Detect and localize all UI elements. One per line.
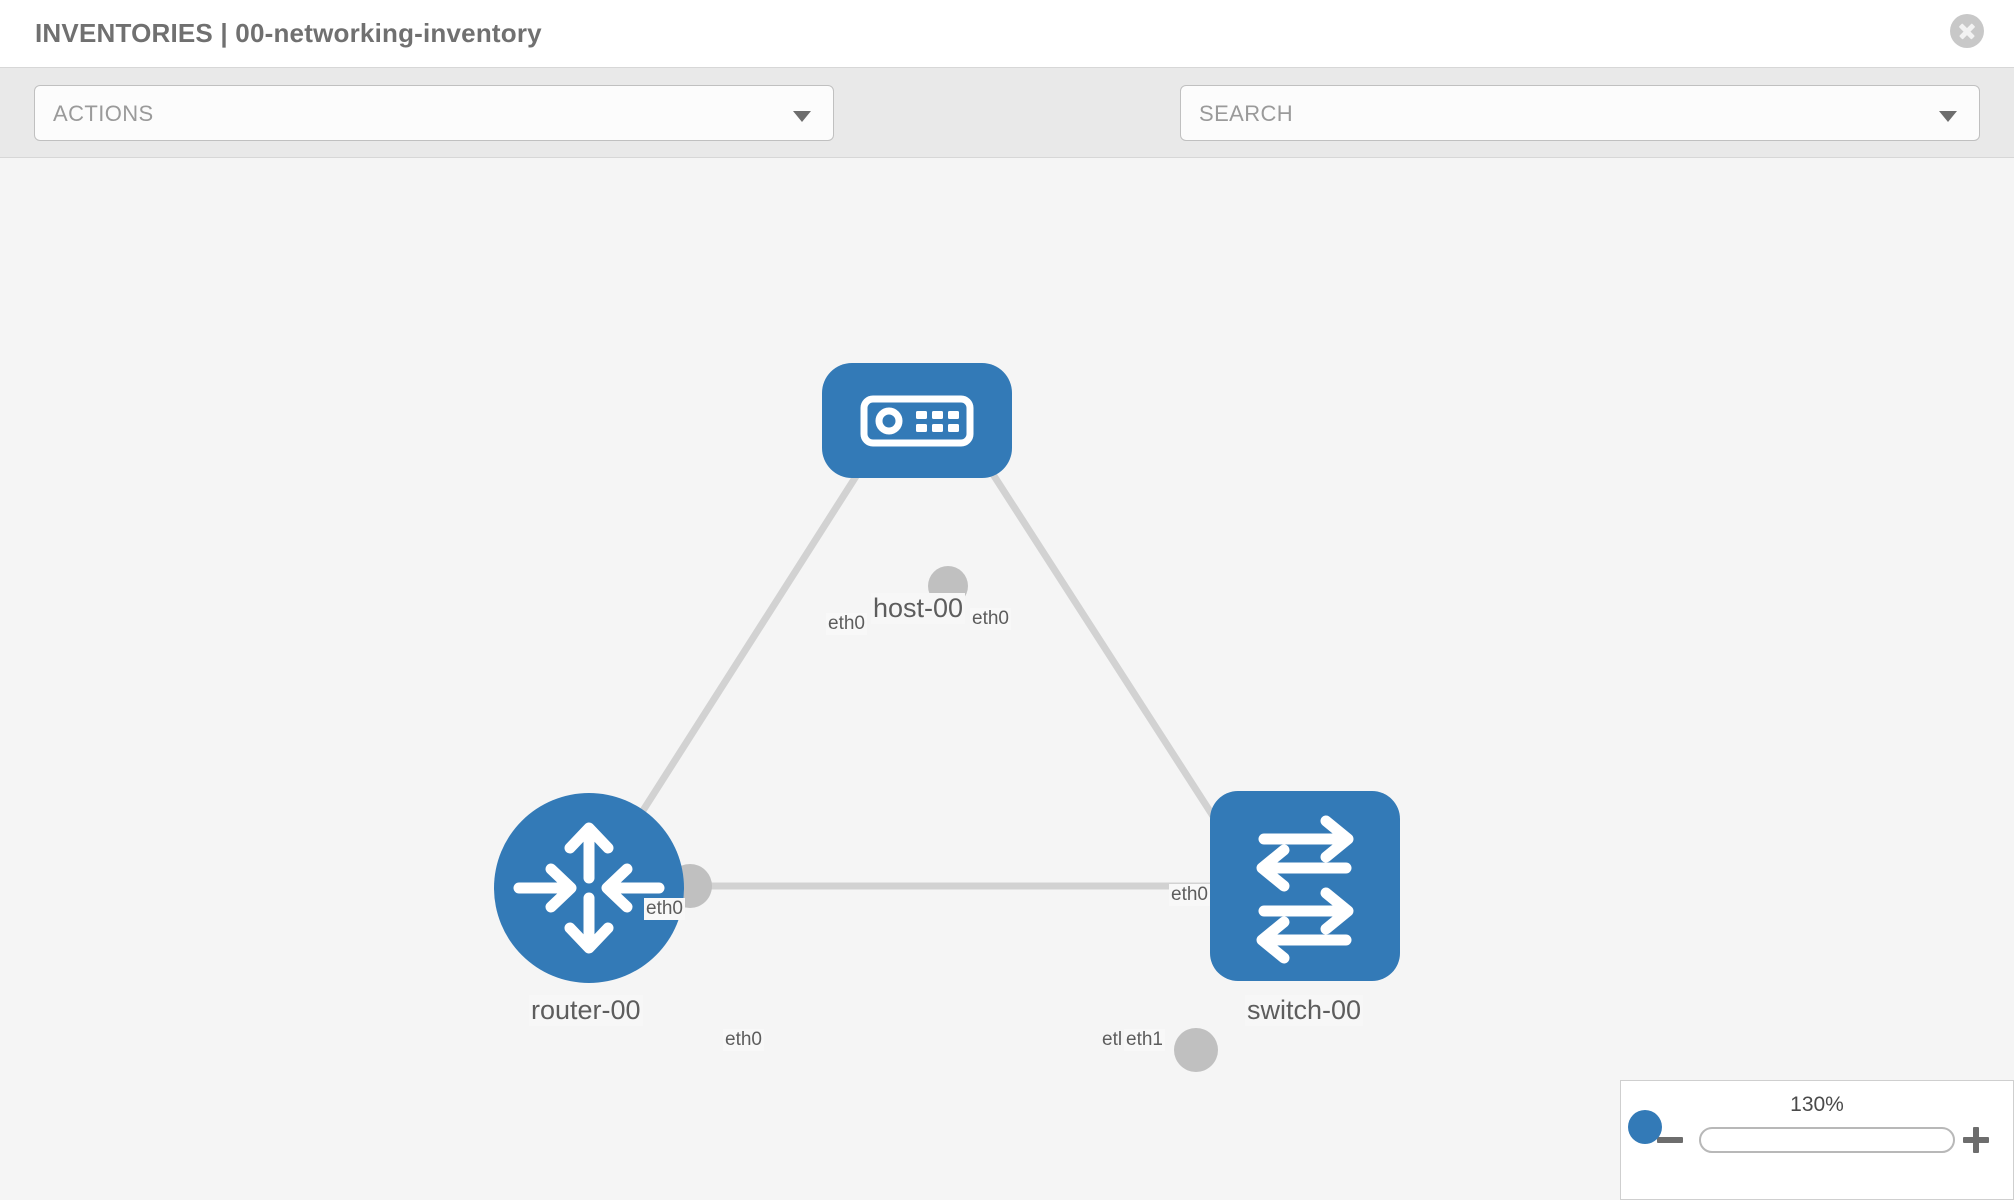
node-switch-00 bbox=[1210, 791, 1400, 981]
iface-label-switch-left-overlap: etl bbox=[1100, 1029, 1125, 1051]
iface-label-host-left: eth0 bbox=[826, 613, 867, 635]
port-layer bbox=[668, 566, 1254, 1072]
node-host-00 bbox=[822, 363, 1012, 478]
iface-label-router-up: eth0 bbox=[644, 898, 685, 920]
chevron-down-icon bbox=[793, 111, 811, 122]
port-switch-left bbox=[1174, 1028, 1218, 1072]
node-label-host-00: host-00 bbox=[871, 593, 966, 624]
search-input[interactable]: SEARCH bbox=[1180, 85, 1980, 141]
iface-label-host-right: eth0 bbox=[970, 608, 1011, 630]
page-title: INVENTORIES | 00-networking-inventory bbox=[35, 18, 542, 48]
search-placeholder: SEARCH bbox=[1199, 101, 1294, 126]
server-icon bbox=[860, 395, 974, 447]
router-node-shape bbox=[494, 793, 684, 983]
router-arrows-icon bbox=[513, 822, 665, 954]
iface-label-switch-up: eth0 bbox=[1169, 884, 1210, 906]
node-label-router-00: router-00 bbox=[529, 995, 643, 1026]
iface-label-switch-left: eth1 bbox=[1124, 1029, 1165, 1051]
switch-arrows-icon bbox=[1256, 815, 1354, 964]
zoom-slider[interactable] bbox=[1699, 1127, 1955, 1153]
iface-label-router-right: eth0 bbox=[723, 1029, 764, 1051]
host-node-shape bbox=[822, 363, 1012, 478]
topology-graph bbox=[494, 363, 1400, 1072]
minus-icon[interactable] bbox=[1655, 1125, 1685, 1155]
topology-canvas[interactable]: eth0 host-00 eth0 eth0 eth0 eth0 etl eth… bbox=[0, 158, 2014, 1200]
switch-node-shape bbox=[1210, 791, 1400, 981]
plus-icon[interactable] bbox=[1961, 1125, 1991, 1155]
zoom-control-panel: 130% bbox=[1620, 1080, 2014, 1200]
actions-dropdown[interactable]: ACTIONS bbox=[34, 85, 834, 141]
link-layer bbox=[597, 421, 1255, 890]
link-host-router bbox=[597, 421, 893, 880]
link-host-switch bbox=[957, 421, 1243, 860]
node-router-00 bbox=[494, 793, 684, 983]
actions-dropdown-label: ACTIONS bbox=[53, 101, 154, 126]
chevron-down-icon bbox=[1939, 111, 1957, 122]
page-header: INVENTORIES | 00-networking-inventory bbox=[0, 0, 2014, 68]
zoom-slider-thumb[interactable] bbox=[1628, 1110, 1662, 1144]
close-icon[interactable] bbox=[1950, 14, 1984, 48]
zoom-percent-label: 130% bbox=[1790, 1093, 1844, 1116]
toolbar: ACTIONS SEARCH bbox=[0, 68, 2014, 200]
node-label-switch-00: switch-00 bbox=[1245, 995, 1364, 1026]
